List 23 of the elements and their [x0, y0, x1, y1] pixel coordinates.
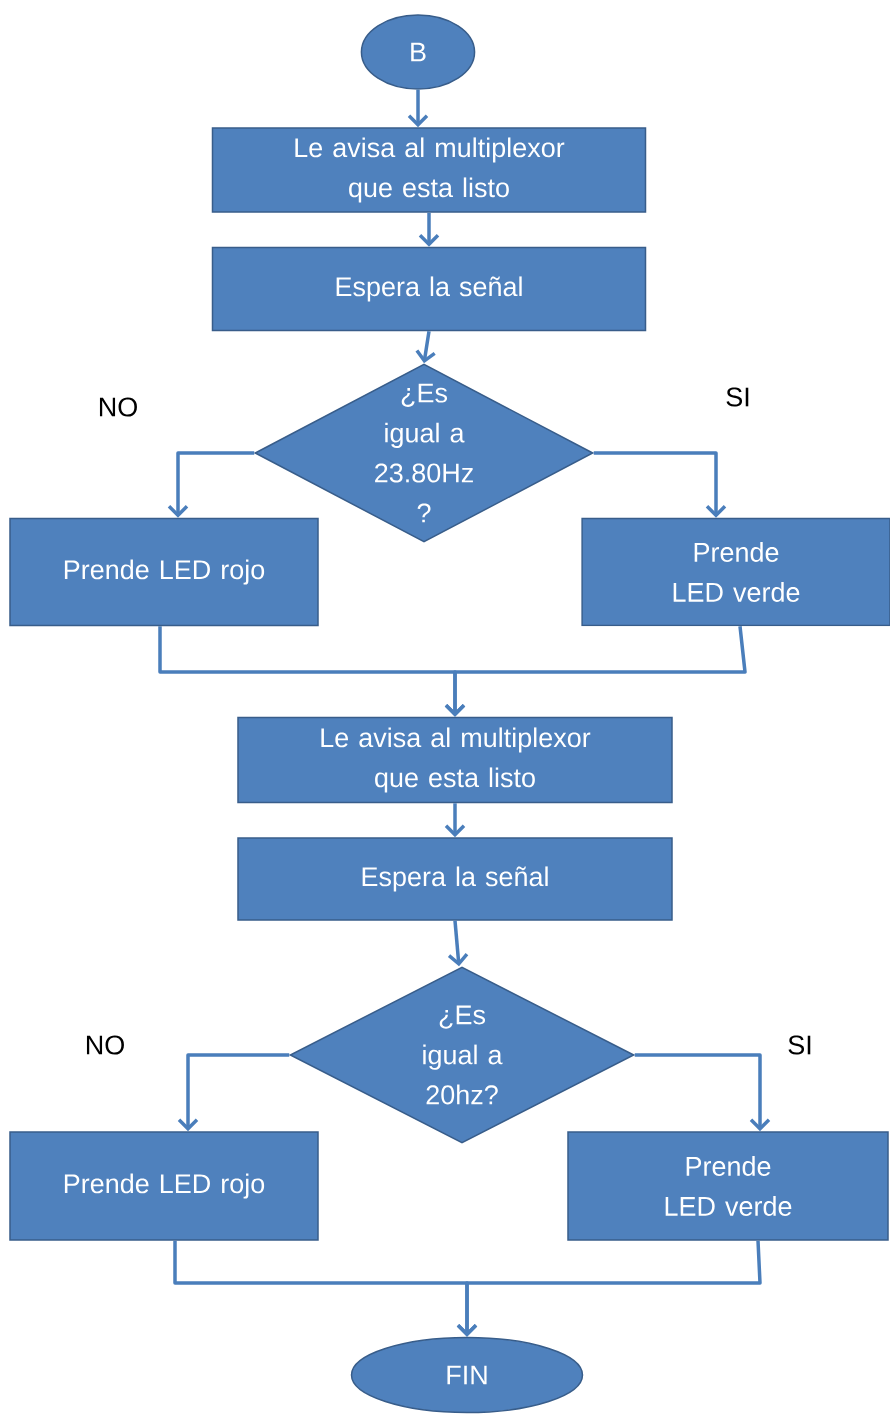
- arrow: [447, 920, 469, 967]
- process-box: Espera la señal: [211, 246, 647, 332]
- process-box: Prende LED verde: [567, 1131, 889, 1241]
- arrow: [177, 1053, 290, 1132]
- edge-label: NO: [82, 1033, 128, 1057]
- arrow: [418, 212, 440, 247]
- process-box: Espera la señal: [237, 837, 673, 921]
- edge-label: SI: [723, 385, 753, 409]
- arrow: [444, 626, 747, 717]
- arrow: [456, 1240, 762, 1337]
- arrow: [593, 451, 727, 518]
- process-box: Le avisa al multiplexor que esta listo: [237, 716, 673, 804]
- process-box: Prende LED rojo: [9, 517, 319, 627]
- arrow: [407, 89, 429, 128]
- process-box: Prende LED verde: [581, 517, 890, 627]
- process-box: Le avisa al multiplexor que esta listo: [211, 127, 647, 213]
- arrow: [444, 803, 466, 838]
- edge-label: SI: [785, 1033, 815, 1057]
- arrow: [634, 1053, 771, 1132]
- edge-label: NO: [95, 395, 141, 419]
- arrow: [415, 331, 436, 364]
- process-box: Prende LED rojo: [9, 1131, 319, 1241]
- arrow: [167, 451, 255, 518]
